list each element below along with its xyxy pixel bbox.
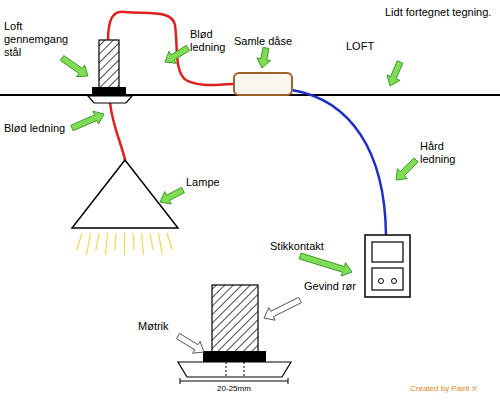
- pointer-arrow: [176, 333, 204, 353]
- light-ray: [159, 233, 163, 255]
- pointer-arrow: [257, 47, 271, 68]
- socket: [365, 235, 410, 297]
- dimension-tick: [288, 378, 289, 384]
- dimension-line: [180, 381, 288, 382]
- socket-hole: [379, 279, 384, 284]
- threaded-pipe: [212, 285, 258, 352]
- pointer-arrow: [264, 297, 301, 320]
- light-ray: [142, 233, 144, 255]
- pointer-arrow: [387, 61, 403, 86]
- label: Møtrik: [138, 320, 188, 333]
- label: Hård ledning: [420, 140, 482, 166]
- light-ray: [77, 233, 82, 250]
- box-heading: Samle dåse: [234, 35, 292, 48]
- nut: [203, 351, 266, 362]
- hidden-line: [226, 362, 227, 377]
- label: Created by Paint X: [410, 384, 500, 394]
- pass-through-tube: [99, 40, 119, 88]
- lamp-shade: [72, 160, 178, 228]
- label: 20-25mm: [204, 384, 264, 394]
- label: LOFT: [346, 40, 406, 53]
- light-ray: [105, 233, 107, 255]
- socket-switch: [372, 242, 403, 262]
- label: Lampe: [186, 176, 246, 189]
- soft-wire: [110, 102, 125, 160]
- hidden-line: [244, 362, 245, 377]
- label: Lidt fortegnet tegning.: [385, 6, 497, 19]
- pointer-arrows: [60, 45, 418, 353]
- light-ray: [132, 233, 134, 250]
- light-ray: [96, 233, 99, 250]
- pointer-arrow: [299, 253, 352, 276]
- nut: [92, 87, 126, 94]
- label: Stikkontakt: [270, 240, 350, 253]
- socket-hole: [392, 279, 397, 284]
- pointer-arrow: [60, 56, 88, 77]
- label: Loft gennemgang stål: [4, 20, 74, 59]
- light-ray: [124, 233, 125, 255]
- junction-box: Samle dåse: [233, 72, 293, 96]
- light-ray: [167, 233, 172, 250]
- light-ray: [150, 233, 153, 250]
- dimension-tick: [180, 378, 181, 384]
- hard-wire: [292, 90, 386, 235]
- light-rays: [77, 233, 172, 255]
- label: Blød ledning: [4, 122, 70, 135]
- light-ray: [86, 233, 90, 255]
- pointer-arrow: [165, 45, 190, 63]
- pointer-arrow: [71, 111, 104, 131]
- pointer-arrow: [396, 158, 418, 180]
- flange: [178, 362, 291, 377]
- light-ray: [115, 233, 116, 250]
- pointer-arrow: [160, 187, 184, 204]
- socket-outlet: [372, 268, 403, 290]
- flange: [88, 96, 132, 103]
- label: Gevind rør: [304, 280, 374, 293]
